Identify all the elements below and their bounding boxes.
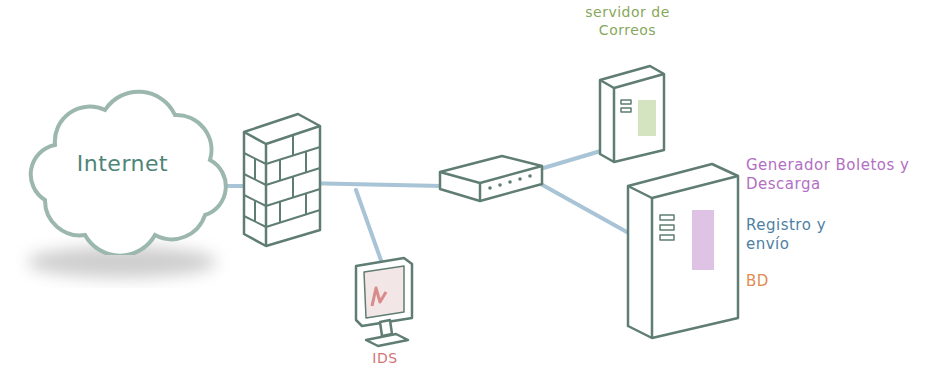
internet-cloud: Internet: [15, 80, 230, 255]
server-case: [600, 66, 664, 162]
switch-edge: [479, 183, 482, 201]
monitor-base: [366, 334, 408, 346]
monitor-screen: [364, 266, 404, 318]
screen-graph: [372, 288, 386, 306]
firewall-edge: [266, 126, 320, 246]
node-label: servidor de Correos: [555, 4, 700, 39]
ids-monitor: [356, 258, 412, 346]
node-label: BD: [746, 272, 806, 291]
cable: [300, 183, 442, 186]
node-label: Internet: [15, 150, 230, 178]
mail-server: [600, 66, 664, 162]
cable: [356, 190, 383, 266]
switch-body: [440, 156, 542, 201]
server-glow: [638, 100, 656, 136]
mail-server-node: servidor de Correos: [555, 4, 700, 164]
firewall: [244, 114, 320, 246]
switch-edge: [440, 166, 542, 183]
main-server: [628, 164, 738, 338]
node-label: Generador Boletos y Descarga: [746, 156, 936, 194]
node-label: Registro y envío: [746, 216, 856, 254]
monitor-neck: [380, 320, 392, 336]
server-case: [628, 164, 738, 338]
ids-node: IDS: [335, 254, 435, 372]
firewall-wall: [244, 114, 320, 246]
server-glow: [692, 210, 714, 270]
main-server-node: Generador Boletos y DescargaRegistro y e…: [622, 150, 938, 345]
firewall-edge: [244, 132, 266, 144]
switch-leds: [488, 174, 532, 190]
monitor-frame: [356, 258, 412, 326]
cable: [530, 178, 634, 236]
firewall-bricks: [244, 135, 320, 227]
network-switch: [440, 156, 542, 201]
node-label: IDS: [335, 350, 435, 368]
